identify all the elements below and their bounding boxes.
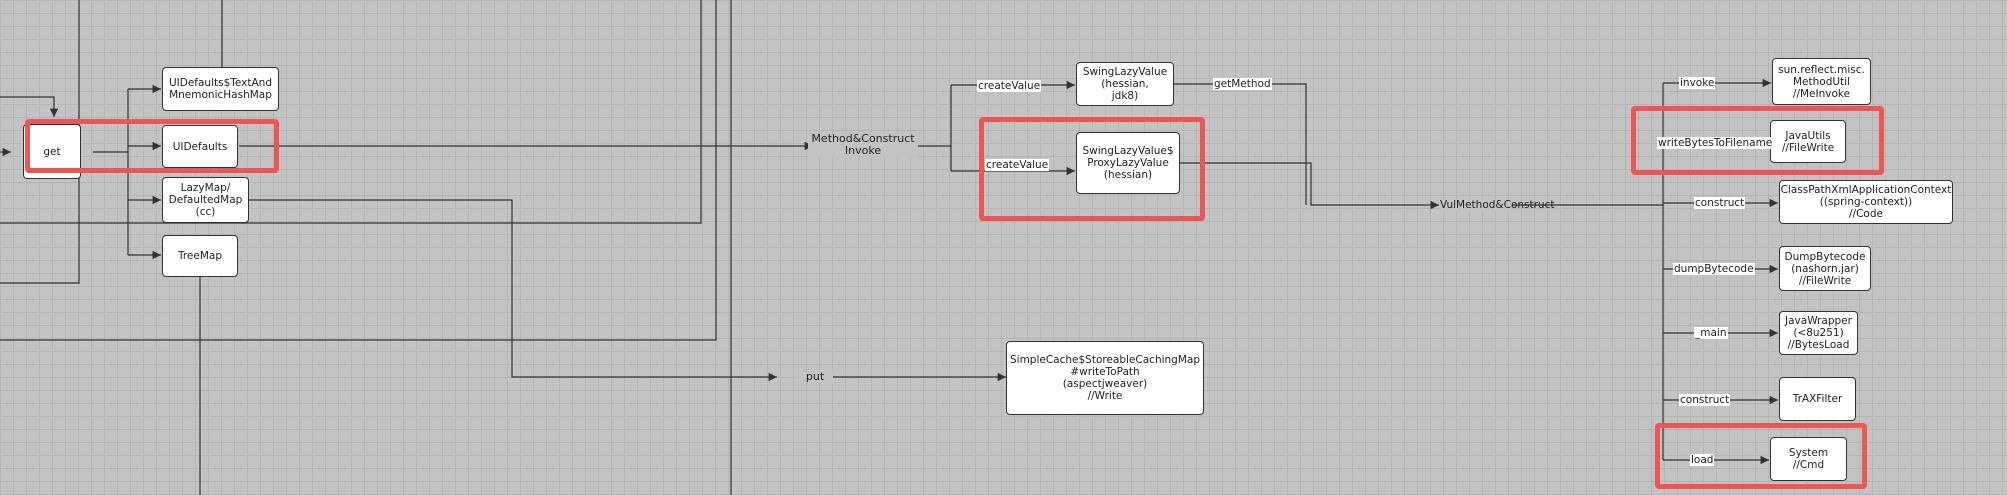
node-text: //FileWrite bbox=[1781, 141, 1835, 154]
node-ui-defaults-text-map[interactable]: UIDefaults$TextAnd MnemonicHashMap bbox=[162, 67, 279, 111]
highlight-system bbox=[1655, 423, 1867, 489]
node-text: sun.reflect.misc. bbox=[1778, 63, 1865, 76]
node-text: //Code bbox=[1849, 208, 1883, 220]
node-text: DefaultedMap bbox=[168, 194, 243, 206]
edge-label-main: _main bbox=[1694, 327, 1728, 339]
node-text: ProxyLazyValue bbox=[1087, 157, 1169, 169]
node-system[interactable]: System //Cmd bbox=[1770, 437, 1847, 481]
node-dump-bytecode[interactable]: DumpBytecode (nashorn.jar) //FileWrite bbox=[1779, 246, 1871, 291]
edge-label-create-value-2: createValue bbox=[985, 159, 1050, 171]
node-text: LazyMap/ bbox=[180, 182, 231, 194]
node-text: //Write bbox=[1087, 390, 1123, 402]
wire-left-top bbox=[0, 96, 59, 117]
highlight-java-utils bbox=[1631, 106, 1884, 175]
node-text: Method&Construct bbox=[811, 132, 915, 145]
node-text: SwingLazyValue$ bbox=[1082, 145, 1174, 157]
node-text: (aspectjweaver) bbox=[1062, 378, 1148, 390]
node-method-construct-invoke[interactable]: Method&Construct Invoke bbox=[808, 133, 918, 157]
node-text: JavaWrapper bbox=[1785, 315, 1852, 327]
node-text: put bbox=[805, 370, 825, 383]
node-java-utils[interactable]: JavaUtils //FileWrite bbox=[1770, 120, 1846, 163]
node-swing-proxy-lazy-value[interactable]: SwingLazyValue$ ProxyLazyValue (hessian) bbox=[1076, 132, 1180, 194]
node-vul-method-construct[interactable]: VulMethod&Construct bbox=[1440, 199, 1555, 211]
node-text: Invoke bbox=[844, 144, 882, 157]
edge-label-construct-2: construct bbox=[1679, 394, 1731, 406]
node-text: MethodUtil bbox=[1792, 75, 1851, 88]
node-put[interactable]: put bbox=[797, 371, 833, 383]
node-text: UIDefaults$TextAnd bbox=[168, 77, 273, 89]
node-text: MnemonicHashMap bbox=[169, 89, 272, 101]
node-text: SwingLazyValue bbox=[1082, 66, 1168, 78]
edge-label-write-bytes: writeBytesToFilename bbox=[1657, 137, 1774, 149]
node-classpath-xml[interactable]: ClassPathXmlApplicationContext ((spring-… bbox=[1779, 180, 1953, 224]
node-text: (cc) bbox=[195, 206, 216, 218]
node-text: //MeInvoke bbox=[1792, 87, 1851, 100]
node-java-wrapper[interactable]: JavaWrapper (<8u251) //BytesLoad bbox=[1779, 311, 1858, 355]
node-swing-lazy-value[interactable]: SwingLazyValue (hessian, jdk8) bbox=[1076, 62, 1174, 106]
edge-label-construct-1: construct bbox=[1694, 197, 1746, 209]
highlight-get-uidefaults bbox=[25, 119, 279, 173]
node-lazymap[interactable]: LazyMap/ DefaultedMap (cc) bbox=[162, 177, 249, 223]
wire-frame-1 bbox=[0, 0, 80, 284]
node-text: //BytesLoad bbox=[1787, 339, 1850, 351]
node-text: (hessian) bbox=[1103, 169, 1153, 181]
node-text: #writeToPath bbox=[1070, 366, 1140, 378]
node-text: System bbox=[1788, 447, 1829, 459]
wire-frame-2 bbox=[0, 0, 717, 341]
node-text: (hessian, bbox=[1101, 78, 1149, 90]
edge-label-invoke: invoke bbox=[1679, 77, 1716, 89]
node-text: SimpleCache$StoreableCachingMap bbox=[1009, 354, 1200, 366]
node-method-util[interactable]: sun.reflect.misc. MethodUtil //MeInvoke bbox=[1772, 58, 1871, 105]
node-simple-cache[interactable]: SimpleCache$StoreableCachingMap #writeTo… bbox=[1006, 341, 1204, 415]
node-ui-defaults[interactable]: UIDefaults bbox=[162, 125, 238, 168]
wire-proxy-to-vul bbox=[1180, 162, 1439, 210]
wire-frame-3 bbox=[0, 0, 702, 224]
wire-lazy-to-put bbox=[249, 199, 777, 382]
edge-label-create-value-1: createValue bbox=[977, 80, 1042, 92]
node-get-text: get bbox=[43, 145, 61, 158]
node-text: JavaUtils bbox=[1785, 129, 1831, 142]
edge-label-load: load bbox=[1690, 454, 1715, 466]
node-text: TreeMap bbox=[177, 250, 223, 262]
node-text: jdk8) bbox=[1111, 90, 1139, 102]
edge-label-get-method: getMethod bbox=[1213, 78, 1272, 90]
node-text: ((spring-context)) bbox=[1819, 196, 1913, 208]
node-treemap[interactable]: TreeMap bbox=[162, 235, 238, 277]
node-text: (<8u251) bbox=[1793, 327, 1844, 339]
node-text: //FileWrite bbox=[1798, 274, 1852, 287]
node-text: UIDefaults bbox=[172, 140, 228, 153]
edge-label-dump-bytecode: dumpBytecode bbox=[1673, 263, 1755, 275]
node-text: //Cmd bbox=[1792, 459, 1825, 471]
node-text: DumpBytecode bbox=[1784, 250, 1866, 263]
node-trax-filter[interactable]: TrAXFilter bbox=[1779, 377, 1856, 421]
node-text: TrAXFilter bbox=[1792, 393, 1843, 405]
node-text: ClassPathXmlApplicationContext bbox=[1780, 184, 1952, 196]
node-text: (nashorn.jar) bbox=[1791, 262, 1859, 275]
node-text: VulMethod&Construct bbox=[1440, 199, 1555, 211]
highlight-proxy-lazy-value bbox=[979, 117, 1205, 221]
